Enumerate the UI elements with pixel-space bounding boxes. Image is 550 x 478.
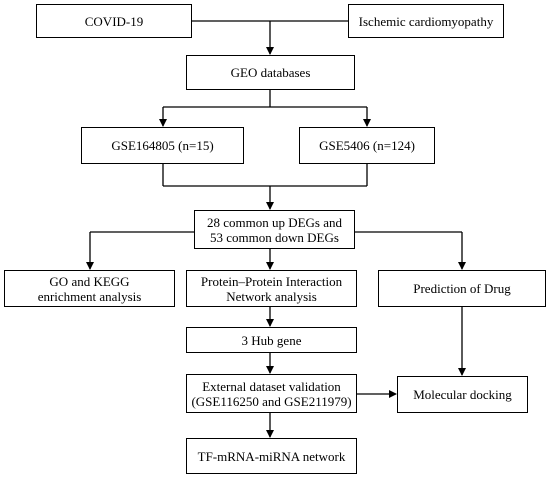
go-kegg-box: GO and KEGG enrichment analysis [4, 270, 175, 307]
ppi-network-box: Protein–Protein Interaction Network anal… [186, 270, 357, 307]
ischemic-cardiomyopathy-box: Ischemic cardiomyopathy [348, 4, 504, 38]
go-kegg-line-2: enrichment analysis [37, 288, 142, 304]
gse164805-box: GSE164805 (n=15) [81, 127, 244, 164]
external-validation-box: External dataset validation (GSE116250 a… [186, 374, 357, 413]
ischemic-cardiomyopathy-label: Ischemic cardiomyopathy [358, 13, 494, 29]
gse164805-label: GSE164805 (n=15) [111, 138, 214, 153]
prediction-of-drug-box: Prediction of Drug [378, 270, 546, 307]
geo-databases-label: GEO databases [230, 65, 311, 80]
molecular-docking-label: Molecular docking [413, 387, 512, 402]
gse5406-label: GSE5406 (n=124) [319, 138, 415, 153]
molecular-docking-box: Molecular docking [397, 376, 528, 413]
common-degs-line-2: 53 common down DEGs [210, 229, 339, 245]
covid-19-label: COVID-19 [84, 13, 144, 29]
external-validation-line-2: (GSE116250 and GSE211979) [191, 393, 352, 409]
ppi-network-line-2: Network analysis [226, 288, 317, 304]
gse5406-box: GSE5406 (n=124) [299, 127, 435, 164]
covid-19-box: COVID-19 [36, 4, 192, 38]
common-degs-box: 28 common up DEGs and 53 common down DEG… [194, 210, 355, 249]
prediction-of-drug-label: Prediction of Drug [413, 281, 511, 296]
ppi-network-line-1: Protein–Protein Interaction [200, 273, 343, 289]
hub-gene-label: 3 Hub gene [241, 332, 302, 348]
go-kegg-line-1: GO and KEGG [49, 273, 130, 289]
tf-mrna-mirna-network-label: TF-mRNA-miRNA network [197, 448, 346, 464]
external-validation-line-1: External dataset validation [202, 378, 341, 394]
tf-mrna-mirna-network-box: TF-mRNA-miRNA network [186, 438, 357, 474]
geo-databases-box: GEO databases [186, 55, 355, 90]
hub-gene-box: 3 Hub gene [186, 327, 357, 353]
common-degs-line-1: 28 common up DEGs and [206, 214, 343, 230]
